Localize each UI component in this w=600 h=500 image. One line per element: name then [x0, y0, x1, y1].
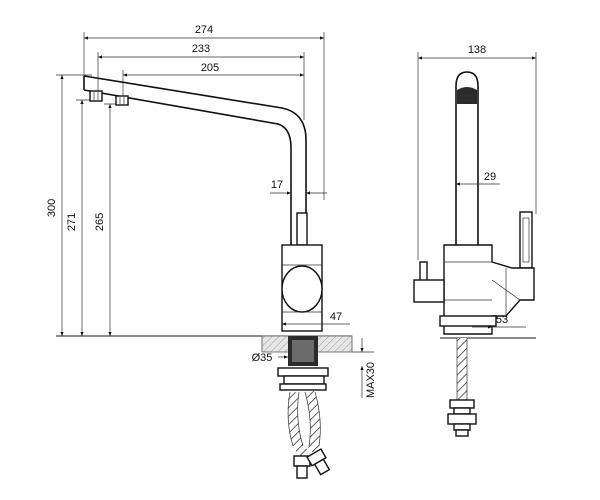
dim-47: 47 [282, 311, 350, 326]
dim-17: 17 [270, 179, 327, 195]
dim-300-label: 300 [46, 199, 58, 217]
lever-handle [296, 212, 308, 246]
side-base [439, 315, 497, 327]
dim-53-label: 53 [496, 314, 508, 326]
mounting-washer [277, 367, 329, 377]
dim-205-label: 205 [201, 62, 219, 74]
dim-max30: MAX30 [352, 338, 377, 398]
shank-inner [292, 340, 314, 362]
spout [83, 75, 307, 245]
dim-max30-label: MAX30 [365, 362, 377, 398]
dim-35-label: Ø35 [252, 352, 273, 364]
cartridge-circle [281, 265, 323, 313]
dim-233-label: 233 [192, 43, 210, 55]
side-view: 138 29 53 [413, 44, 537, 437]
dim-47-label: 47 [330, 311, 342, 323]
dim-233: 233 [97, 43, 305, 120]
hose-left [287, 391, 310, 460]
mounting-nut [283, 375, 325, 385]
dim-265: 265 [94, 103, 128, 336]
dim-29-label: 29 [484, 171, 496, 183]
front-view: 274 233 205 300 271 265 [46, 24, 377, 479]
dim-274-label: 274 [195, 24, 213, 36]
dim-300: 300 [46, 74, 92, 336]
dim-138: 138 [417, 44, 537, 260]
dim-274: 274 [83, 24, 325, 200]
aerator-left [89, 90, 103, 102]
hose-right [305, 390, 321, 454]
hose-fitting-right [306, 448, 331, 476]
side-spout-aerator [457, 87, 477, 104]
dim-271-label: 271 [66, 213, 78, 231]
aerator-right [115, 95, 129, 106]
side-body [443, 244, 535, 335]
side-lever-handle [519, 211, 533, 269]
dim-29: 29 [456, 171, 500, 186]
dim-205: 205 [122, 62, 304, 100]
dim-138-label: 138 [468, 44, 486, 56]
side-left-valve [413, 279, 445, 303]
dim-35: Ø35 [252, 352, 288, 364]
side-hose-fitting [447, 399, 477, 437]
mounting-plate [279, 383, 327, 391]
dim-53: 53 [472, 314, 526, 329]
dim-17-label: 17 [271, 179, 283, 191]
dim-265-label: 265 [94, 213, 106, 231]
side-spout-column [455, 71, 479, 245]
